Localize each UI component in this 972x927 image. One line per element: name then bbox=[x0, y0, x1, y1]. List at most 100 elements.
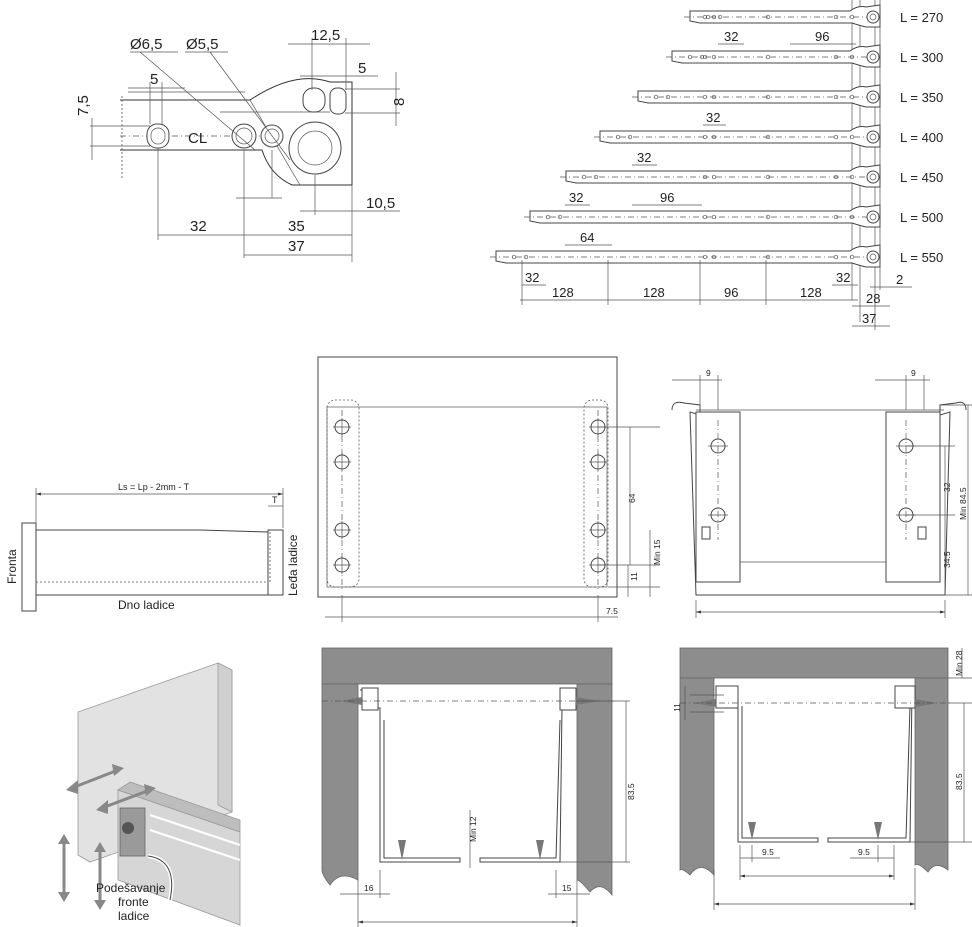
rail-end-hole-inner bbox=[869, 253, 877, 261]
rail-dim-32-d: 32 bbox=[569, 190, 583, 205]
rail-hole bbox=[545, 214, 551, 220]
rail-hole bbox=[765, 134, 771, 140]
dim-12-5: 12,5 bbox=[311, 27, 340, 44]
rail-end-hole bbox=[866, 250, 880, 264]
sec1-dim-83-5: 83.5 bbox=[626, 783, 636, 800]
rail-end-hole bbox=[866, 50, 880, 64]
rail-hole bbox=[711, 134, 717, 140]
rail-hole bbox=[717, 14, 723, 20]
rail-hole bbox=[523, 254, 529, 260]
length-350: L = 350 bbox=[900, 90, 943, 105]
rail-hole bbox=[687, 54, 693, 60]
rail-hole bbox=[711, 94, 717, 100]
rail-hole bbox=[699, 54, 705, 60]
rail-outline bbox=[689, 4, 881, 28]
rail-hole bbox=[765, 214, 771, 220]
length-450: L = 450 bbox=[900, 170, 943, 185]
length-400: L = 400 bbox=[900, 130, 943, 145]
rail-dim-96-a: 96 bbox=[815, 29, 829, 44]
rail-hole bbox=[765, 174, 771, 180]
rail-hole bbox=[711, 14, 717, 20]
diameter-5-5: Ø5,5 bbox=[186, 36, 219, 53]
rail-dim-64-e: 64 bbox=[580, 230, 594, 245]
rail-hole bbox=[833, 174, 839, 180]
dim-10-5: 10,5 bbox=[366, 195, 395, 212]
rail-hole bbox=[765, 54, 771, 60]
rail-hole bbox=[615, 134, 621, 140]
dim-7-5: 7.5 bbox=[606, 606, 618, 616]
rail-end-hole bbox=[866, 10, 880, 24]
rail-end-hole bbox=[866, 130, 880, 144]
rail-hole bbox=[705, 14, 711, 20]
rail-hole bbox=[833, 134, 839, 140]
rail-hole bbox=[849, 14, 855, 20]
rail-end-hole-inner bbox=[869, 93, 877, 101]
rail-hole bbox=[765, 94, 771, 100]
rail-end-hole bbox=[866, 210, 880, 224]
rail-dim-32-f: 32 bbox=[525, 270, 539, 285]
rail-dim-32-g: 32 bbox=[836, 270, 850, 285]
right-dim-2: 2 bbox=[896, 272, 903, 287]
sec1-min-12: Min 12 bbox=[468, 816, 478, 842]
rail-hole bbox=[702, 14, 708, 20]
bottom-dim-128-2: 128 bbox=[643, 285, 665, 300]
length-formula: Ls = Lp - 2mm - T bbox=[118, 482, 190, 492]
dim-37: 37 bbox=[288, 238, 305, 255]
label-fronta: Fronta bbox=[5, 549, 19, 584]
adjust-caption-3: ladice bbox=[118, 909, 150, 923]
rail-hole bbox=[665, 94, 671, 100]
adjust-caption-2: fronte bbox=[118, 895, 149, 909]
rail-outline bbox=[637, 84, 881, 108]
sec1-dim-16: 16 bbox=[364, 883, 374, 893]
label-ledja: Leđa ladice bbox=[286, 534, 300, 596]
rail-hole bbox=[849, 254, 855, 260]
rail-hole bbox=[833, 94, 839, 100]
dim-7-5: 7,5 bbox=[75, 95, 92, 116]
front-adjustment-iso: Podešavanje fronte ladice bbox=[58, 662, 241, 926]
rail-dim-32-c: 32 bbox=[637, 150, 651, 165]
rail-hole bbox=[702, 54, 708, 60]
rail-end-hole-inner bbox=[869, 173, 877, 181]
right-dim-28: 28 bbox=[866, 291, 880, 306]
rail-hole bbox=[711, 214, 717, 220]
label-dno: Dno ladice bbox=[118, 598, 175, 612]
rail-hole bbox=[581, 174, 587, 180]
rail-hole bbox=[702, 134, 708, 140]
rail-outline bbox=[529, 204, 881, 228]
sec2-dim-9-5-left: 9.5 bbox=[762, 847, 774, 857]
dim-9-right: 9 bbox=[911, 368, 916, 378]
rail-hole bbox=[711, 254, 717, 260]
rail-hole bbox=[849, 94, 855, 100]
dim-5-left: 5 bbox=[150, 71, 158, 88]
rail-end-hole bbox=[866, 170, 880, 184]
sec2-dim-83-5: 83.5 bbox=[954, 773, 964, 790]
dim-11: 11 bbox=[629, 572, 639, 581]
rail-hole bbox=[765, 254, 771, 260]
dim-64: 64 bbox=[627, 493, 637, 503]
rail-end-hole-inner bbox=[869, 213, 877, 221]
length-500: L = 500 bbox=[900, 210, 943, 225]
sec2-dim-9-5-right: 9.5 bbox=[858, 847, 870, 857]
bottom-dim-96: 96 bbox=[724, 285, 738, 300]
dim-32: 32 bbox=[190, 218, 207, 235]
length-270: L = 270 bbox=[900, 10, 943, 25]
rail-hole bbox=[833, 14, 839, 20]
rail-hole bbox=[849, 174, 855, 180]
rail-hole bbox=[702, 94, 708, 100]
rail-hole bbox=[833, 214, 839, 220]
rail-hole bbox=[711, 174, 717, 180]
rail-dim-32-a: 32 bbox=[724, 29, 738, 44]
length-550: L = 550 bbox=[900, 250, 943, 265]
min-84-5: Min 84.5 bbox=[958, 487, 968, 520]
thickness-t: T bbox=[272, 495, 278, 505]
rail-dim-96-d: 96 bbox=[660, 190, 674, 205]
min-15: Min 15 bbox=[652, 539, 662, 565]
rail-end-hole bbox=[866, 90, 880, 104]
dim-35: 35 bbox=[288, 218, 305, 235]
drawer-end-view: 9 9 32 34.5 Min 84.5 bbox=[671, 368, 972, 618]
rail-outline bbox=[495, 244, 881, 268]
dim-8: 8 bbox=[391, 98, 408, 106]
rail-hole bbox=[833, 254, 839, 260]
diameter-6-5: Ø6,5 bbox=[130, 36, 163, 53]
